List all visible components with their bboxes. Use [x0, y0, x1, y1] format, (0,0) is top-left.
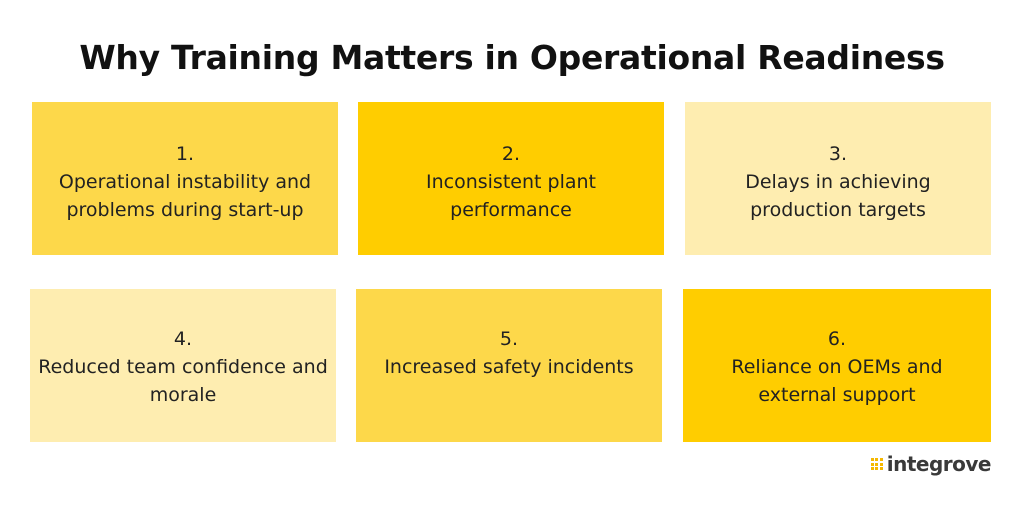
- logo-text: integrove: [886, 452, 992, 476]
- card-text: Inconsistent plant performance: [426, 171, 596, 221]
- reason-card-1: 1. Operational instability and problems …: [32, 102, 338, 255]
- page-title: Why Training Matters in Operational Read…: [79, 38, 945, 77]
- card-text: Reduced team confidence and morale: [38, 356, 328, 406]
- card-number: 5.: [499, 328, 519, 350]
- integrove-logo: integrove: [870, 452, 992, 476]
- card-number: 6.: [827, 328, 847, 350]
- reason-card-2: 2. Inconsistent plant performance: [358, 102, 664, 255]
- reason-card-3: 3. Delays in achieving production target…: [685, 102, 991, 255]
- card-number: 1.: [175, 143, 195, 165]
- card-text: Operational instability and problems dur…: [58, 171, 312, 221]
- dot-grid-icon: [870, 458, 883, 470]
- card-text: Delays in achieving production targets: [745, 171, 931, 221]
- card-text: Increased safety incidents: [384, 356, 634, 378]
- card-number: 2.: [501, 143, 521, 165]
- reason-card-5: 5. Increased safety incidents: [356, 289, 662, 442]
- reason-card-6: 6. Reliance on OEMs and external support: [683, 289, 991, 442]
- card-number: 4.: [173, 328, 193, 350]
- card-number: 3.: [828, 143, 848, 165]
- reason-card-4: 4. Reduced team confidence and morale: [30, 289, 336, 442]
- card-text: Reliance on OEMs and external support: [731, 356, 943, 406]
